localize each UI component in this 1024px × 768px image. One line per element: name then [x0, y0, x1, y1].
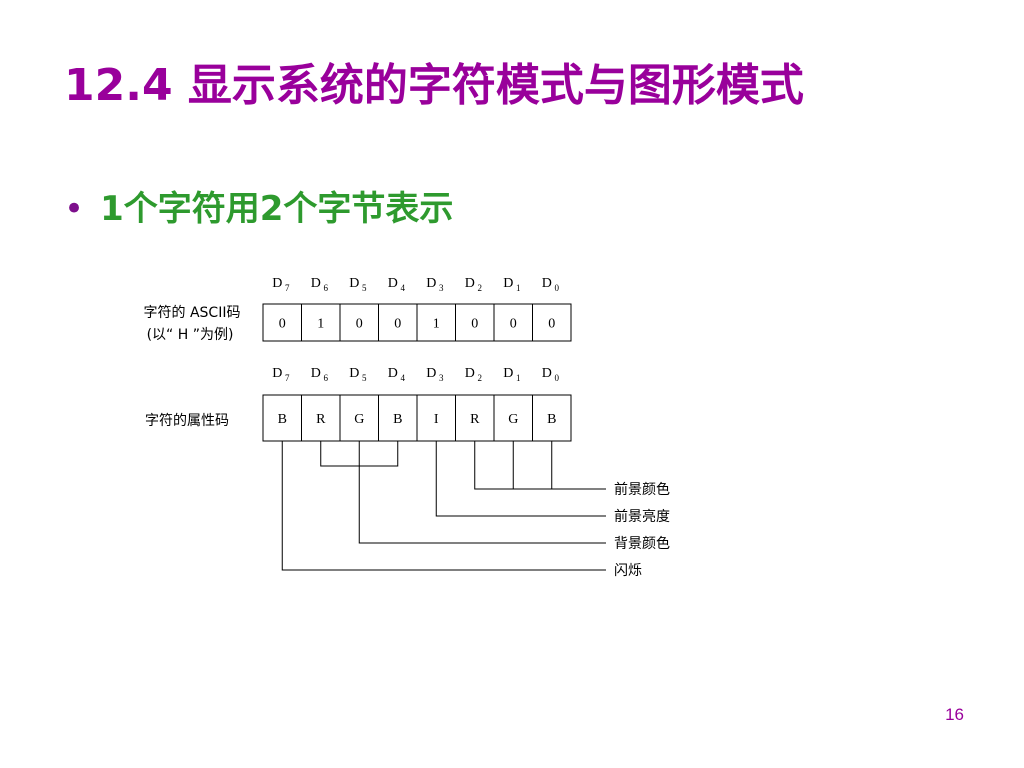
bullet-item: • 1个字符用2个字节表示 — [64, 192, 453, 226]
ascii-header-1: D — [311, 276, 321, 291]
ascii-header-7: D — [542, 276, 552, 291]
attr-header-3: D — [388, 366, 398, 381]
attr-header-4: D — [426, 366, 436, 381]
fg-color-connector — [474, 441, 606, 490]
attr-header-0: D — [272, 366, 282, 381]
ascii-cell-1: 1 — [317, 317, 324, 332]
ascii-label-line1: 字符的 ASCII码 — [144, 305, 241, 321]
ascii-header-0: D — [272, 276, 282, 291]
attr-header-6: D — [503, 366, 513, 381]
bullet-text-1: 个字符用 — [123, 189, 260, 229]
attr-header-sub-2: 5 — [362, 373, 367, 383]
attr-header-sub-0: 7 — [285, 373, 290, 383]
legend-fg-color: 前景颜色 — [614, 481, 670, 498]
attr-cell-7: B — [547, 412, 556, 427]
ascii-header-sub-5: 2 — [478, 283, 483, 293]
fg-intensity-connector — [435, 441, 606, 517]
attr-cell-6: G — [508, 412, 518, 427]
bullet-text-2: 个字节表示 — [283, 189, 454, 229]
attr-label: 字符的属性码 — [145, 413, 229, 429]
attr-cell-2: G — [354, 412, 364, 427]
ascii-header-sub-1: 6 — [324, 283, 329, 293]
ascii-header-sub-0: 7 — [285, 283, 290, 293]
attr-header-sub-4: 3 — [439, 373, 444, 383]
bullet-dot-icon: • — [64, 189, 85, 229]
attr-header-2: D — [349, 366, 359, 381]
ascii-header-5: D — [465, 276, 475, 291]
legend-blink: 闪烁 — [614, 563, 642, 579]
ascii-header-6: D — [503, 276, 513, 291]
attr-cell-0: B — [278, 412, 287, 427]
ascii-cell-6: 0 — [510, 317, 517, 332]
page-number: 16 — [945, 705, 964, 724]
attr-cell-1: R — [316, 412, 326, 427]
ascii-header-sub-7: 0 — [555, 283, 560, 293]
ascii-label-line2: (以“ H ”为例) — [147, 327, 234, 343]
attr-header-1: D — [311, 366, 321, 381]
attr-header-7: D — [542, 366, 552, 381]
ascii-header-2: D — [349, 276, 359, 291]
blink-connector — [281, 441, 606, 571]
attr-cell-4: I — [434, 412, 439, 427]
ascii-cell-7: 0 — [548, 317, 555, 332]
ascii-cell-5: 0 — [471, 317, 478, 332]
ascii-header-3: D — [388, 276, 398, 291]
attr-cell-5: R — [470, 412, 480, 427]
slide-title: 12.4 显示系统的字符模式与图形模式 — [64, 60, 804, 111]
bullet-num-1: 1 — [100, 189, 124, 229]
attr-header-5: D — [465, 366, 475, 381]
ascii-header-sub-3: 4 — [401, 283, 406, 293]
attr-header-sub-3: 4 — [401, 373, 406, 383]
attr-header-sub-5: 2 — [478, 373, 483, 383]
attr-header-sub-1: 6 — [324, 373, 329, 383]
ascii-header-4: D — [426, 276, 436, 291]
ascii-header-sub-6: 1 — [516, 283, 521, 293]
attr-header-sub-7: 0 — [555, 373, 560, 383]
attr-cell-3: B — [393, 412, 402, 427]
ascii-header-sub-4: 3 — [439, 283, 444, 293]
legend-bg-color: 背景颜色 — [614, 535, 670, 552]
legend-fg-intensity: 前景亮度 — [614, 508, 670, 525]
bg-color-connector — [358, 441, 606, 544]
ascii-cell-2: 0 — [356, 317, 363, 332]
bullet-num-2: 2 — [259, 189, 284, 229]
ascii-header-sub-2: 5 — [362, 283, 367, 293]
ascii-cell-4: 1 — [433, 317, 440, 332]
ascii-cell-0: 0 — [279, 317, 286, 332]
attr-header-sub-6: 1 — [516, 373, 521, 383]
ascii-cell-3: 0 — [394, 317, 401, 332]
